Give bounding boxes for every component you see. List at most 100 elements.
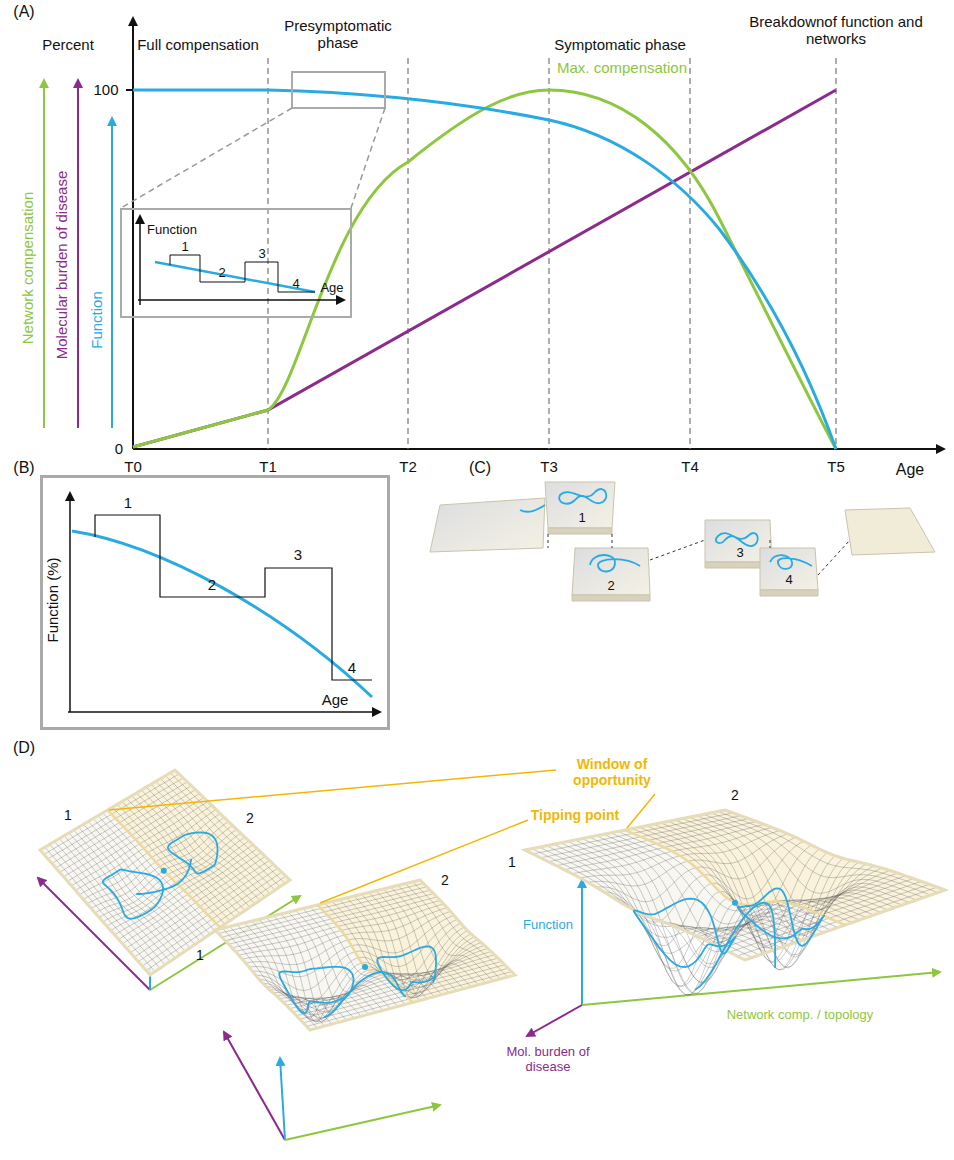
trajectory	[738, 888, 824, 946]
state-number: 2	[731, 787, 739, 803]
curve-label: Max. compensation	[557, 59, 687, 76]
trajectory	[695, 903, 775, 990]
state-number: 1	[196, 947, 204, 963]
mesh-line	[170, 773, 285, 884]
surface-divider	[108, 810, 221, 928]
step-number: 3	[258, 247, 265, 262]
mesh-line	[704, 814, 924, 897]
mesh-line	[117, 804, 230, 920]
mesh-line	[554, 844, 774, 953]
step-number: 4	[785, 573, 792, 588]
mesh-line	[136, 793, 250, 907]
state-dot	[161, 868, 167, 874]
step-number: 1	[124, 494, 132, 511]
trajectory	[377, 947, 436, 991]
mesh-line	[646, 826, 866, 931]
trajectory	[103, 870, 163, 919]
mesh-line	[383, 889, 478, 985]
mesh-line	[263, 931, 468, 1022]
annotation: Tipping point	[531, 807, 619, 823]
trajectory	[168, 833, 218, 874]
surface-fill	[215, 880, 515, 1030]
mesh-line	[361, 894, 456, 998]
step-number: 2	[607, 579, 614, 594]
mesh-line	[582, 839, 802, 994]
axis-label: Molecular burden of disease	[53, 171, 70, 359]
step-number: 1	[578, 511, 585, 526]
mesh-line	[405, 884, 500, 979]
panel-letter: (B)	[13, 459, 34, 477]
mesh-line	[45, 847, 155, 972]
panel-a-axes	[44, 18, 944, 449]
mesh-line	[156, 781, 270, 893]
age-tick: T1	[259, 458, 277, 475]
surface-divider	[625, 830, 845, 925]
mesh-line	[413, 882, 508, 977]
inset-box: Function (%)1234Age	[40, 475, 390, 730]
inset-box: Function1234Age	[120, 208, 352, 318]
mesh-line	[230, 926, 325, 1026]
mesh-line	[161, 779, 276, 891]
mesh-line	[303, 968, 508, 1023]
step-number: Age	[320, 281, 343, 296]
step-number: 1	[181, 240, 188, 255]
age-tick: T4	[681, 458, 699, 475]
phase-label: Presymptomatic phase	[283, 17, 393, 52]
state-dot	[362, 964, 368, 970]
mesh-line	[369, 893, 464, 996]
axis-label: Function	[523, 918, 573, 933]
phase-label: Breakdownof function and networks	[746, 13, 926, 48]
axis-label: Network comp. / topology	[727, 1008, 874, 1023]
mesh-line	[55, 841, 166, 964]
mesh-line	[269, 937, 474, 1018]
mesh-line	[711, 813, 931, 895]
phase-label: Symptomatic phase	[554, 36, 686, 53]
state-dot	[732, 900, 738, 906]
axis-label: Function	[147, 223, 197, 238]
mesh-line	[122, 801, 235, 917]
mesh-line	[618, 831, 838, 927]
leader-lines	[109, 770, 655, 903]
trajectory	[324, 972, 406, 1017]
axis-title: Age	[896, 461, 924, 479]
mesh-line	[165, 776, 280, 887]
panel-letter: (C)	[469, 459, 491, 477]
mesh-line	[300, 965, 505, 1020]
phase-label: Full compensation	[137, 36, 259, 53]
state-number: 1	[64, 807, 72, 823]
age-tick: T2	[399, 458, 417, 475]
mesh-line	[237, 925, 332, 1025]
panel-b-drawing	[68, 493, 380, 712]
age-tick: T5	[827, 458, 845, 475]
axis-label: Function (%)	[44, 557, 61, 642]
state-number: 2	[441, 872, 449, 888]
mesh-line	[580, 831, 780, 879]
axis-label: Network compensation	[19, 192, 36, 345]
mesh-line	[95, 825, 233, 913]
mesh-line	[93, 819, 205, 938]
step-number: Age	[322, 691, 349, 708]
mesh-line	[252, 921, 347, 1020]
trajectory	[136, 859, 191, 894]
mesh-line	[666, 864, 866, 952]
mesh-line	[596, 837, 796, 902]
axis-title: Percent	[42, 36, 94, 53]
mesh-line	[296, 910, 391, 1008]
mesh-line	[611, 845, 811, 946]
mesh-line	[288, 912, 383, 1010]
mesh-line	[325, 903, 420, 1000]
step-number: 4	[348, 659, 356, 676]
step-number: 2	[208, 576, 216, 593]
axis-label: Function	[88, 291, 105, 349]
mesh-line	[273, 940, 478, 1012]
mesh-line	[266, 918, 361, 1023]
tick-label: 0	[115, 440, 123, 457]
mesh-line	[146, 787, 260, 900]
surface-meshes	[40, 770, 945, 1030]
mesh-line	[568, 841, 788, 986]
state-number: 2	[246, 810, 254, 826]
step-number: 3	[736, 546, 743, 561]
panel-letter: (A)	[13, 3, 34, 21]
